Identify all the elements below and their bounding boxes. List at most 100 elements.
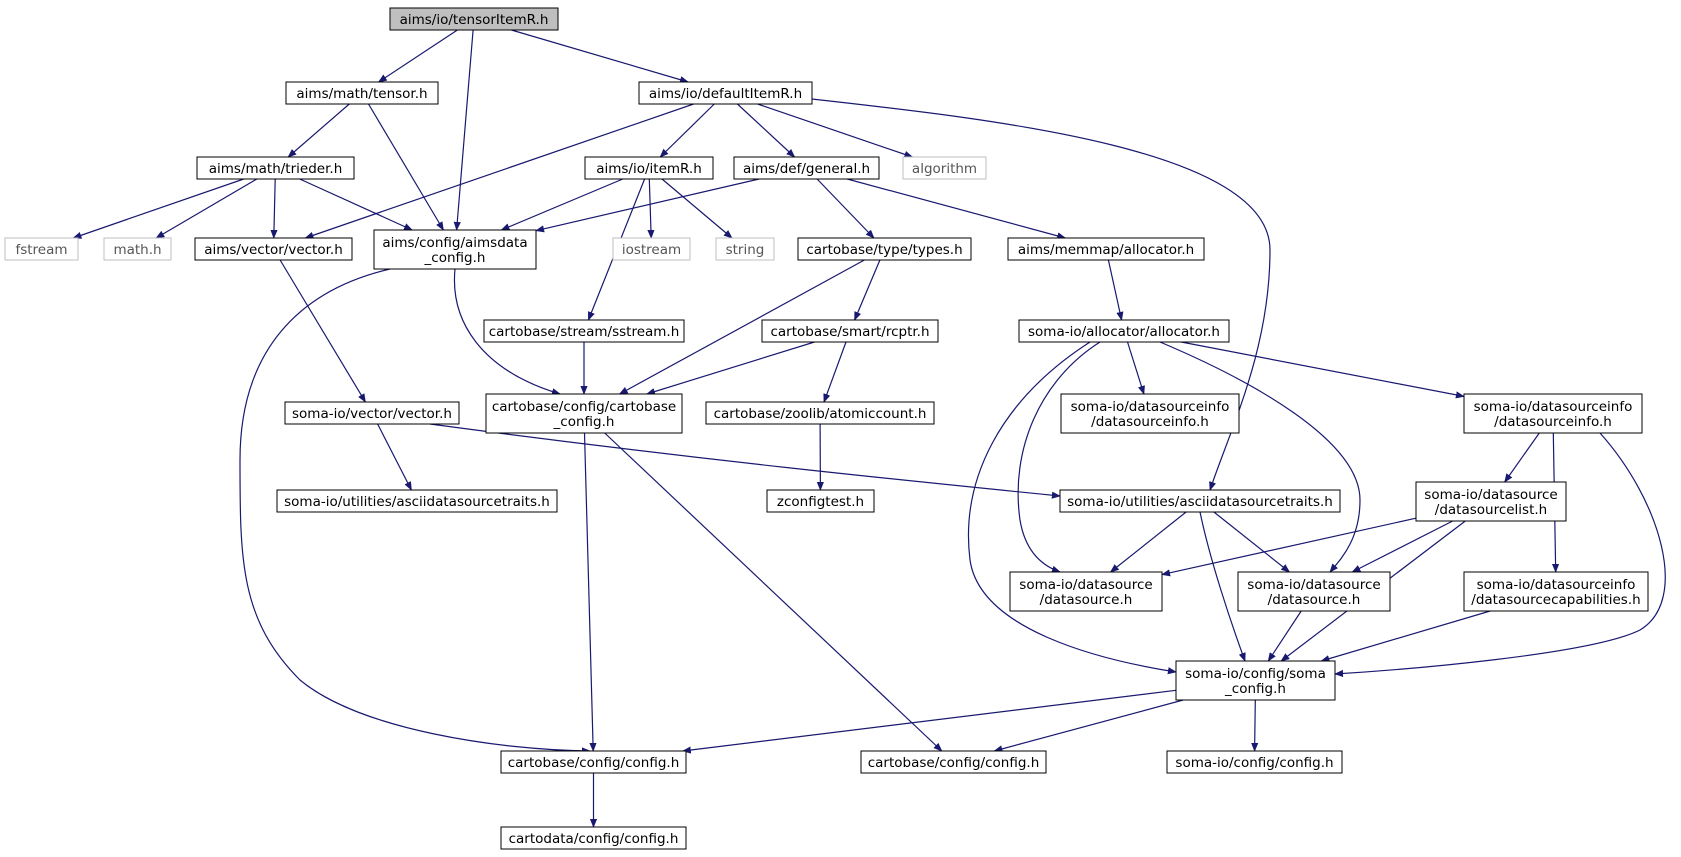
node-box (638, 81, 813, 105)
node-config-left[interactable]: cartobase/config/config.h (500, 750, 687, 774)
node-label: /datasourceinfo.h (1091, 414, 1209, 430)
node-sstream[interactable]: cartobase/stream/sstream.h (483, 319, 685, 343)
node-label: /datasource.h (1040, 592, 1133, 608)
node-root[interactable]: aims/io/tensorItemR.h (389, 7, 559, 31)
node-box (584, 156, 714, 180)
node-memmap-allocator[interactable]: aims/memmap/allocator.h (1007, 237, 1205, 261)
node-ds-b[interactable]: soma-io/datasource/datasource.h (1237, 571, 1391, 612)
node-tensor[interactable]: aims/math/tensor.h (285, 81, 439, 105)
node-label: aims/vector/vector.h (204, 242, 343, 258)
node-box (1059, 489, 1341, 513)
node-dscap[interactable]: soma-io/datasourceinfo/datasourcecapabil… (1463, 571, 1649, 612)
edge-dsinfo_b-to-dslist (1504, 432, 1540, 483)
edge-cartobase_config-to-config_left (583, 432, 597, 752)
edge-soma_vector-to-ascii_right (429, 423, 1061, 499)
edge-defaultItemR-to-aimsvector (304, 103, 694, 239)
node-zconfigtest[interactable]: zconfigtest.h (766, 489, 875, 513)
node-itemR[interactable]: aims/io/itemR.h (584, 156, 714, 180)
node-label: soma-io/vector/vector.h (292, 406, 452, 422)
node-label: /datasource.h (1268, 592, 1361, 608)
node-box (1237, 571, 1391, 612)
node-label: /datasourcelist.h (1435, 502, 1547, 518)
edge-soma_allocator-to-ds_b (1159, 341, 1361, 573)
node-ascii-right[interactable]: soma-io/utilities/asciidatasourcetraits.… (1059, 489, 1341, 513)
node-soma-io-config[interactable]: soma-io/config/config.h (1166, 750, 1343, 774)
node-defaultItemR[interactable]: aims/io/defaultItemR.h (638, 81, 813, 105)
node-box (284, 401, 460, 425)
node-box (766, 489, 875, 513)
node-trieder[interactable]: aims/math/trieder.h (196, 156, 355, 180)
node-box (1175, 660, 1336, 701)
node-dslist[interactable]: soma-io/datasource/datasourcelist.h (1415, 481, 1567, 522)
node-label: _config.h (553, 414, 615, 430)
node-aimsvector[interactable]: aims/vector/vector.h (194, 237, 353, 261)
edge-soma_config-to-config_mid (993, 699, 1184, 753)
edge-general-to-types (816, 178, 875, 239)
node-label: soma-io/config/config.h (1175, 755, 1333, 771)
node-box (389, 7, 559, 31)
node-box (103, 237, 172, 261)
node-string: string (715, 237, 775, 261)
edge-defaultItemR-to-general (736, 103, 796, 158)
node-soma-vector[interactable]: soma-io/vector/vector.h (284, 401, 460, 425)
node-box (733, 156, 880, 180)
node-label: /datasourcecapabilities.h (1471, 592, 1640, 608)
node-label: soma-io/datasource (1424, 487, 1557, 503)
node-box (1018, 319, 1230, 343)
node-dsinfo-b[interactable]: soma-io/datasourceinfo/datasourceinfo.h (1463, 393, 1643, 434)
node-label: soma-io/config/soma (1185, 666, 1326, 682)
node-atomiccount[interactable]: cartobase/zoolib/atomiccount.h (705, 401, 935, 425)
node-label: _config.h (424, 250, 486, 266)
node-box (1463, 393, 1643, 434)
node-general[interactable]: aims/def/general.h (733, 156, 880, 180)
edge-trieder-to-aimsvector (270, 178, 278, 239)
node-label: cartobase/smart/rcptr.h (770, 324, 929, 340)
node-box (860, 750, 1047, 774)
node-label: algorithm (912, 161, 977, 177)
node-label: zconfigtest.h (777, 494, 864, 510)
node-label: aims/math/trieder.h (209, 161, 343, 177)
node-label: soma-io/allocator/allocator.h (1028, 324, 1220, 340)
edges-layer (72, 29, 1666, 828)
node-rcptr[interactable]: cartobase/smart/rcptr.h (761, 319, 939, 343)
node-label: soma-io/datasource (1019, 577, 1152, 593)
node-box (1415, 481, 1567, 522)
node-label: soma-io/datasource (1247, 577, 1380, 593)
node-label: cartobase/type/types.h (806, 242, 962, 258)
node-box (761, 319, 939, 343)
node-label: soma-io/datasourceinfo (1071, 399, 1230, 415)
node-cartobase-config[interactable]: cartobase/config/cartobase_config.h (485, 393, 683, 434)
edge-soma_allocator-to-soma_config (967, 341, 1177, 675)
edge-cartobase_config-to-config_mid (604, 432, 943, 752)
edge-ascii_right-to-ds_b (1213, 511, 1291, 573)
node-label: cartobase/config/config.h (508, 755, 680, 771)
edge-dscap-to-soma_config (1320, 610, 1491, 663)
node-soma-allocator[interactable]: soma-io/allocator/allocator.h (1018, 319, 1230, 343)
node-label: string (726, 242, 765, 258)
node-label: _config.h (1224, 681, 1286, 697)
node-label: fstream (15, 242, 67, 258)
edge-tensor-to-aimsdata_config (367, 103, 444, 231)
edge-aimsdata_config-to-config_left (239, 268, 591, 755)
edge-general-to-aimsdata_config (535, 178, 760, 233)
node-types[interactable]: cartobase/type/types.h (797, 237, 972, 261)
node-dsinfo-a[interactable]: soma-io/datasourceinfo/datasourceinfo.h (1060, 393, 1240, 434)
node-cartodata-config[interactable]: cartodata/config/config.h (500, 826, 687, 850)
node-box (715, 237, 775, 261)
node-aimsdata-config[interactable]: aims/config/aimsdata_config.h (373, 229, 537, 270)
edge-ascii_right-to-soma_config (1199, 511, 1246, 662)
node-box (4, 237, 79, 261)
edge-trieder-to-fstream (72, 178, 244, 239)
edge-itemR-to-aimsdata_config (500, 178, 624, 231)
node-ascii-left[interactable]: soma-io/utilities/asciidatasourcetraits.… (276, 489, 558, 513)
edge-soma_allocator-to-dsinfo_a (1126, 341, 1145, 395)
node-box (276, 489, 558, 513)
node-config-mid[interactable]: cartobase/config/config.h (860, 750, 1047, 774)
node-soma-config[interactable]: soma-io/config/soma_config.h (1175, 660, 1336, 701)
edge-types-to-cartobase_config (618, 259, 865, 395)
edge-rcptr-to-atomiccount (823, 341, 847, 403)
edge-types-to-rcptr (854, 259, 881, 321)
node-label: aims/def/general.h (743, 161, 870, 177)
node-ds-a[interactable]: soma-io/datasource/datasource.h (1009, 571, 1163, 612)
